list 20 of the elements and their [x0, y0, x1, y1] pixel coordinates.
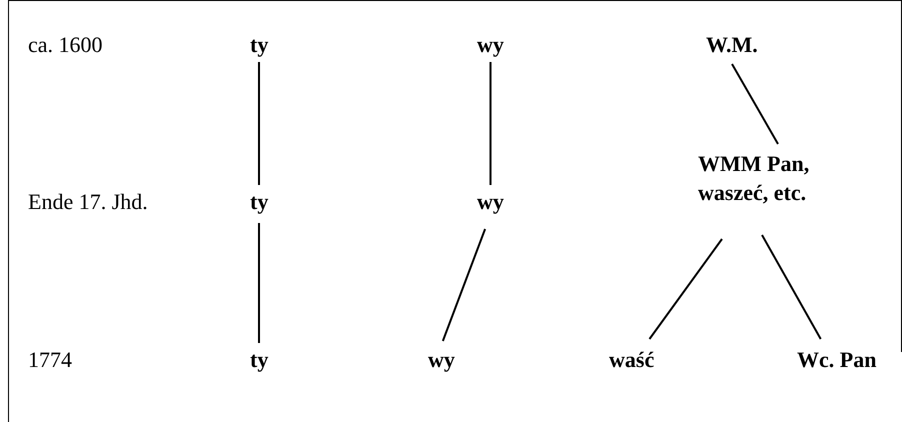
connector-line [648, 238, 723, 340]
pronoun-form: Wc. Pan [797, 347, 876, 374]
connector-line [442, 228, 486, 342]
pronoun-form: W.M. [706, 32, 758, 58]
pronoun-form: waść [609, 347, 654, 374]
pronoun-form: wy [477, 32, 504, 58]
period-label: ca. 1600 [28, 32, 103, 58]
period-label: Ende 17. Jhd. [28, 189, 148, 216]
pronoun-form: wy [477, 189, 504, 216]
pronoun-form: ty [250, 347, 268, 374]
period-label: 1774 [28, 347, 72, 374]
connector-line [258, 223, 260, 343]
pronoun-form: wy [428, 347, 455, 374]
pronoun-form: ty [250, 189, 268, 216]
connector-line [258, 62, 260, 185]
pronoun-form: ty [250, 32, 268, 58]
connector-line [761, 234, 822, 340]
connector-line [490, 62, 492, 185]
pronoun-form: WMM Pan, waszeć, etc. [698, 150, 858, 208]
connector-line [731, 64, 779, 144]
